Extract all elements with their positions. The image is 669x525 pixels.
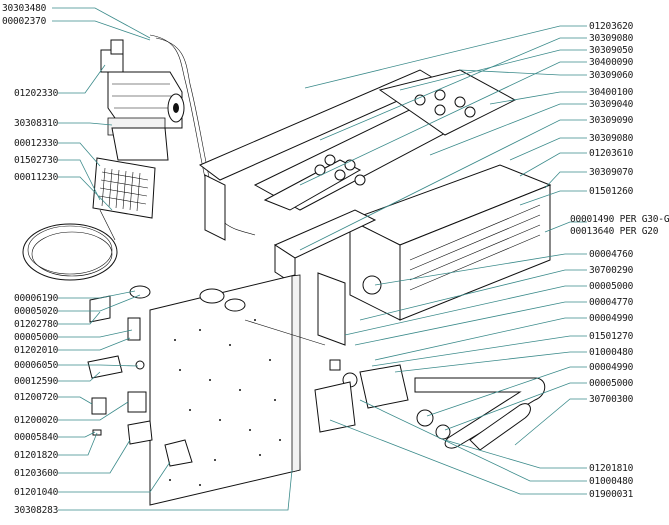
part-label: 00004990 [589, 313, 634, 324]
part-label: 00011230 [14, 172, 59, 183]
part-label: 01201040 [14, 487, 59, 498]
part-label: 30700300 [589, 394, 634, 405]
part-label: 00006050 [14, 360, 59, 371]
part-label: 00005020 [14, 306, 59, 317]
part-label: 00005000 [589, 378, 634, 389]
part-label: 30309080 [589, 33, 634, 44]
part-label: 30309040 [589, 99, 634, 110]
part-label: 30309080 [589, 133, 634, 144]
part-label: 01000480 [589, 347, 634, 358]
part-label: 30308310 [14, 118, 59, 129]
part-label: 01000480 [589, 476, 634, 487]
burner-box [273, 164, 552, 346]
part-label: 01201820 [14, 450, 59, 461]
part-label: 00006190 [14, 293, 59, 304]
part-label: 00012330 [14, 138, 59, 149]
part-label: 01202780 [14, 319, 59, 330]
parts-drawing [22, 34, 552, 506]
part-label: 30303480 [2, 3, 47, 14]
part-label: 30400090 [589, 57, 634, 68]
part-label: 00013640 PER G20 [570, 226, 659, 237]
power-cable [22, 209, 118, 281]
part-label: 01200020 [14, 415, 59, 426]
part-label: 00004990 [589, 362, 634, 373]
part-label: 30309050 [589, 45, 634, 56]
fan-grille [92, 157, 156, 219]
part-label: 30400100 [589, 87, 634, 98]
part-label: 01501270 [589, 331, 634, 342]
part-label: 30700290 [589, 265, 634, 276]
part-label: 30309060 [589, 70, 634, 81]
gas-valve [314, 359, 546, 451]
part-label: 01203610 [589, 148, 634, 159]
part-label: 30309070 [589, 167, 634, 178]
part-label: 01202330 [14, 88, 59, 99]
leader-lines [52, 7, 587, 511]
part-label: 01203620 [589, 21, 634, 32]
part-label: 00005000 [589, 281, 634, 292]
part-label: 00005000 [14, 332, 59, 343]
part-label: 00001490 PER G30-G31 [570, 214, 669, 225]
left-labels: 30303480 00002370 01202330 30308310 0001… [2, 3, 59, 516]
part-label: 01202010 [14, 345, 59, 356]
control-board [149, 274, 301, 506]
part-label: 01501260 [589, 186, 634, 197]
part-label: 01502730 [14, 155, 59, 166]
part-label: 30309090 [589, 115, 634, 126]
part-label: 01200720 [14, 392, 59, 403]
wire-harness [149, 34, 256, 236]
part-label: 01900031 [589, 489, 634, 500]
part-label: 01203600 [14, 468, 59, 479]
part-label: 00012590 [14, 376, 59, 387]
right-labels: 01203620 30309080 30309050 30400090 3030… [570, 21, 669, 500]
part-label: 01201810 [589, 463, 634, 474]
part-label: 00004770 [589, 297, 634, 308]
part-label: 00002370 [2, 16, 47, 27]
part-label: 00004760 [589, 249, 634, 260]
part-label: 00005840 [14, 432, 59, 443]
small-components [87, 285, 326, 467]
fan-motor [100, 39, 185, 161]
part-label: 30308283 [14, 505, 58, 516]
